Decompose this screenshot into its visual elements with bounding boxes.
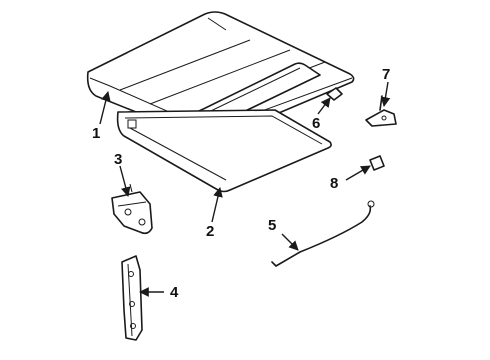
leader-8	[345, 165, 371, 181]
callout-8: 8	[330, 175, 338, 192]
hinge-arm	[365, 95, 397, 127]
hood-bumper	[326, 87, 343, 101]
callout-6: 6	[312, 115, 320, 132]
leader-5	[281, 233, 299, 251]
leader-1	[99, 91, 111, 125]
leader-2	[211, 187, 223, 223]
hood-hinge-bracket	[121, 255, 143, 341]
cable-clip	[369, 155, 385, 171]
leader-6	[317, 97, 331, 115]
callout-2: 2	[206, 223, 214, 240]
callout-1: 1	[92, 125, 100, 142]
release-cable	[271, 200, 375, 267]
callout-3: 3	[114, 151, 122, 168]
leader-lines	[99, 81, 391, 297]
leader-3	[119, 165, 131, 197]
callout-5: 5	[268, 217, 276, 234]
callout-labels: 1 2 3 4 5 6 7 8	[92, 66, 390, 301]
hood-inner-panel	[116, 109, 332, 193]
leader-7	[380, 81, 391, 107]
callout-7: 7	[382, 66, 390, 83]
hood-latch	[111, 183, 153, 235]
callout-4: 4	[170, 284, 179, 301]
